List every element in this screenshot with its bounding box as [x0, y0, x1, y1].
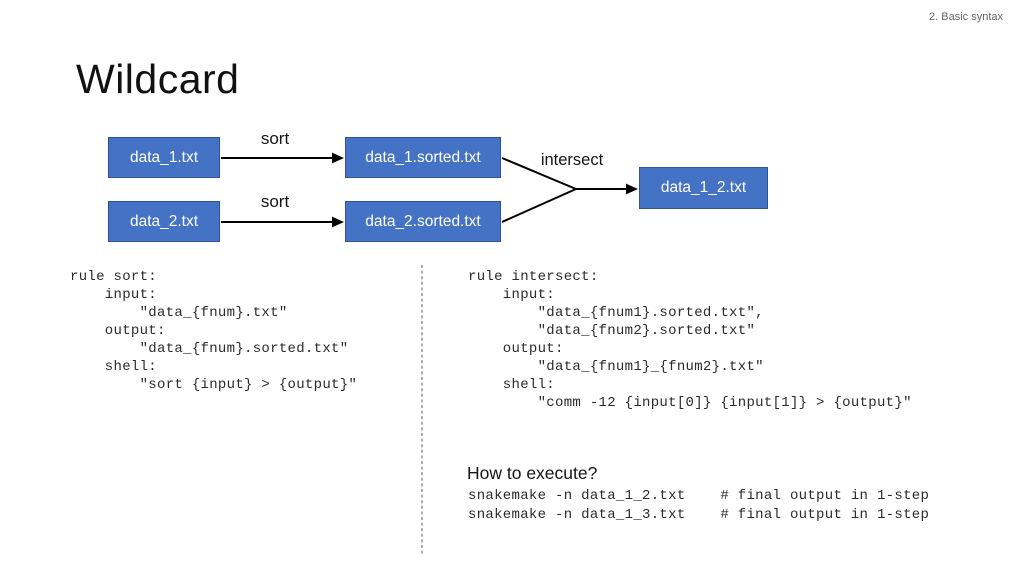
slide-section-label: 2. Basic syntax [929, 11, 1003, 23]
edge-label-sort-bottom: sort [260, 192, 290, 211]
diagram-node-data-2-txt: data_2.txt [108, 201, 220, 242]
how-to-execute-heading: How to execute? [467, 463, 598, 483]
merge-line-bottom [501, 188, 577, 223]
diagram-node-data-2-sorted-txt: data_2.sorted.txt [345, 201, 501, 242]
arrow-intersect-head [626, 183, 638, 195]
code-block-execute-commands: snakemake -n data_1_2.txt # final output… [468, 488, 930, 523]
slide-title: Wildcard [76, 56, 240, 102]
code-block-rule-intersect: rule intersect: input: "data_{fnum1}.sor… [468, 269, 912, 411]
edge-label-intersect: intersect [540, 151, 604, 169]
diagram-node-data-1-txt: data_1.txt [108, 137, 220, 178]
diagram-node-data-1-sorted-txt: data_1.sorted.txt [345, 137, 501, 178]
code-block-rule-sort: rule sort: input: "data_{fnum}.txt" outp… [70, 269, 358, 393]
diagram-node-data-1-2-txt: data_1_2.txt [639, 167, 768, 209]
edge-label-sort-top: sort [260, 129, 290, 148]
arrow-sort-bottom-head [332, 216, 344, 228]
arrow-sort-top-head [332, 152, 344, 164]
